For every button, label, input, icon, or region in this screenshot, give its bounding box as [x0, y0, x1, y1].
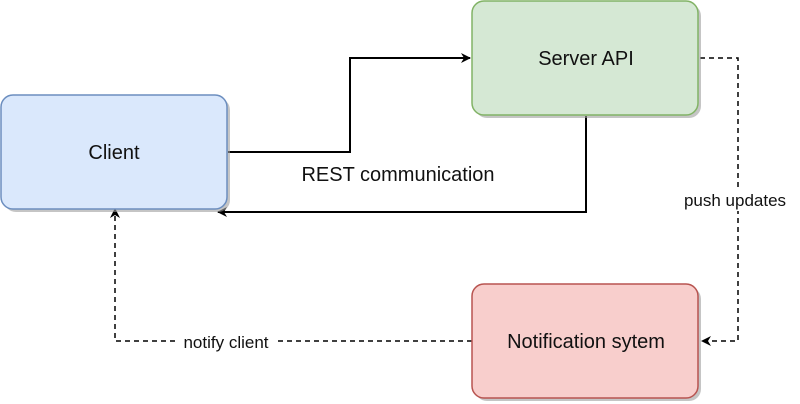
client-node-box	[0, 94, 228, 210]
nodes: Client Server API Notification sytem	[0, 0, 701, 401]
push-updates-label-bg	[672, 189, 798, 211]
notify-client-label: notify client	[183, 333, 268, 352]
notification-system-node-box	[471, 283, 699, 399]
rest-communication-label: REST communication	[301, 164, 494, 186]
notification-system-node-label: Notification sytem	[507, 331, 665, 353]
push-updates-label: push updates	[684, 191, 786, 210]
edge-labels: REST communication push updates notify c…	[176, 164, 798, 353]
server-api-node-box	[471, 0, 699, 116]
client-node-label: Client	[88, 142, 140, 164]
notify-client-label-bg	[176, 331, 276, 353]
server-api-node[interactable]: Server API	[471, 0, 701, 118]
notification-system-node[interactable]: Notification sytem	[471, 283, 701, 401]
edge-client-to-server	[228, 53, 471, 153]
edges	[110, 53, 739, 346]
edge-notification-to-client	[110, 208, 472, 342]
edge-server-to-client	[217, 116, 587, 217]
server-api-node-label: Server API	[538, 48, 634, 70]
edge-server-to-notification	[700, 57, 739, 346]
client-node[interactable]: Client	[0, 94, 230, 212]
